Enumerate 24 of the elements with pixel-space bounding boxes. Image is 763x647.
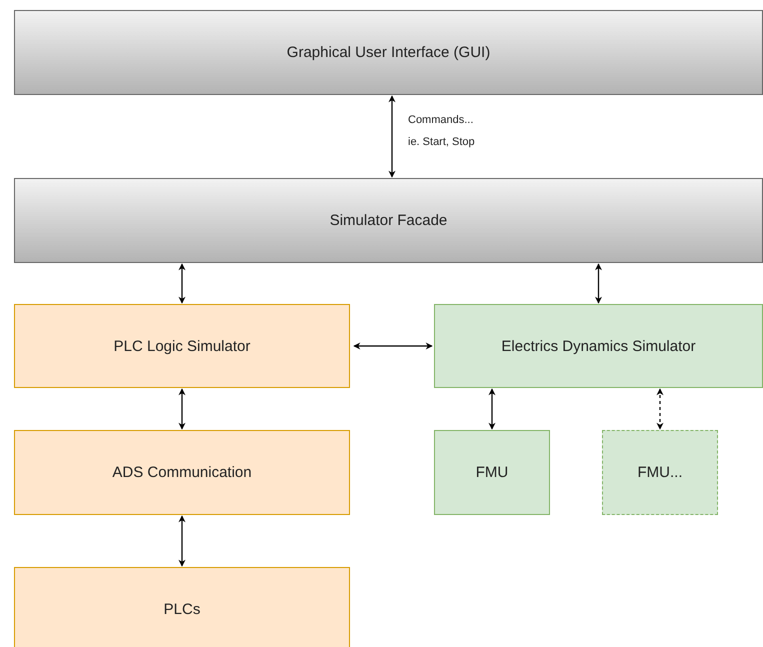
double-arrow — [178, 388, 186, 430]
box-label: Electrics Dynamics Simulator — [501, 338, 696, 354]
box-label: Graphical User Interface (GUI) — [286, 44, 490, 61]
double-arrow — [178, 263, 186, 304]
process-box — [434, 430, 550, 515]
layer-box — [14, 178, 763, 263]
double-arrow — [595, 263, 602, 304]
process-box — [14, 567, 350, 647]
box-label: PLCs — [164, 601, 200, 618]
double-arrow — [353, 342, 433, 350]
box-label: FMU... — [638, 464, 682, 481]
double-arrow — [388, 95, 396, 178]
box-label: Simulator Facade — [330, 212, 448, 229]
process-box — [434, 304, 763, 388]
layer-box — [14, 10, 763, 95]
box-label: PLC Logic Simulator — [114, 338, 250, 354]
process-box — [14, 430, 350, 515]
process-box — [602, 430, 718, 515]
box-label: FMU — [476, 464, 508, 481]
double-arrow — [178, 515, 186, 567]
double-arrow — [656, 388, 664, 430]
process-box — [14, 304, 350, 388]
double-arrow — [488, 388, 496, 430]
box-label: ADS Communication — [112, 464, 252, 481]
